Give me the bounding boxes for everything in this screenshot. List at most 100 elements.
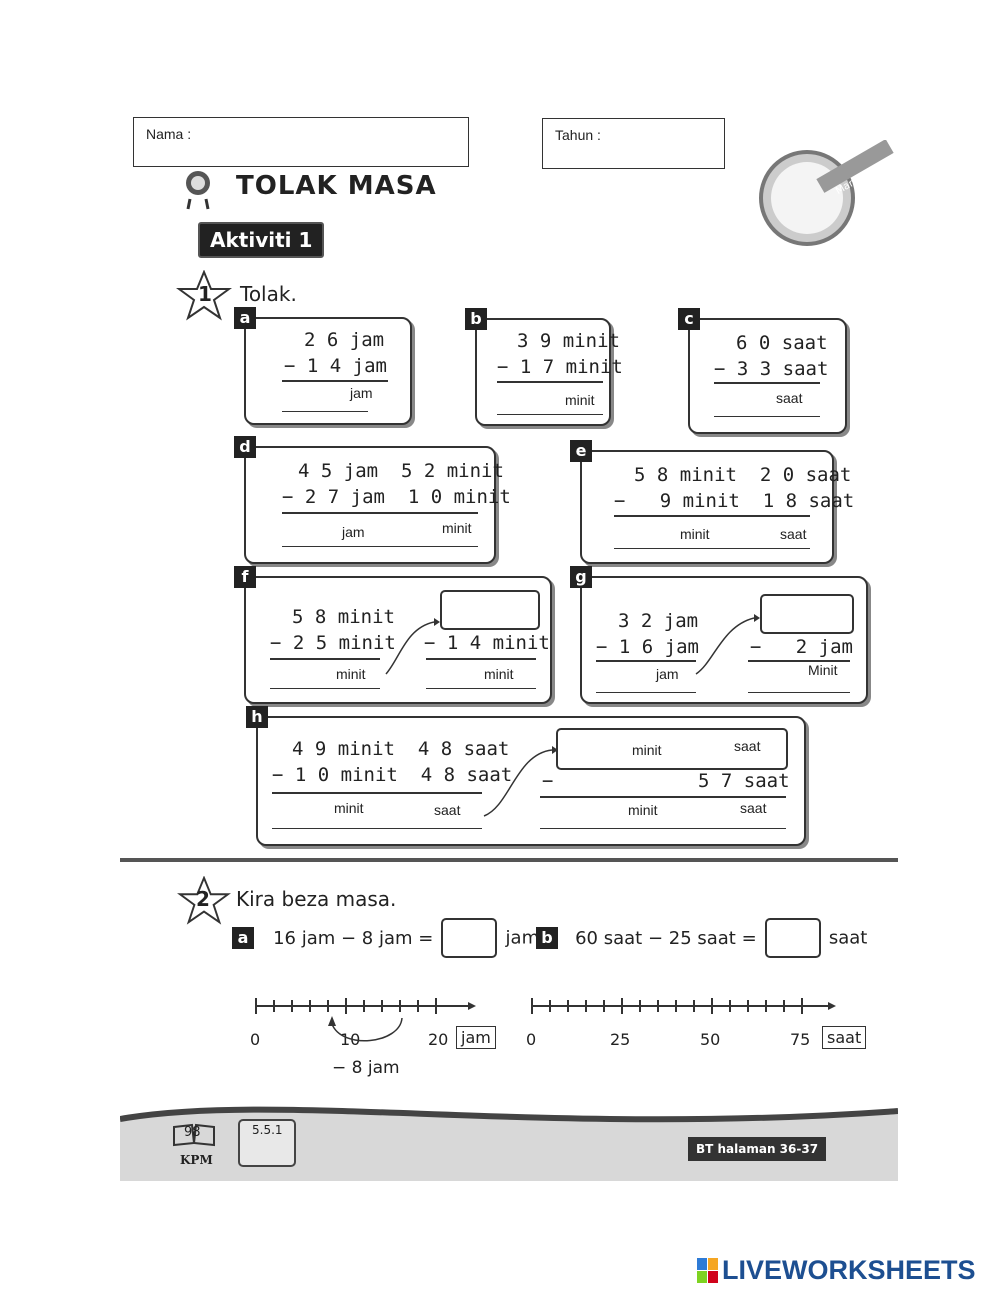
nama-field[interactable]: Nama : [133, 117, 469, 167]
d-line2: − 2 7 jam 1 0 minit [282, 486, 511, 508]
f-line1: 5 8 minit [292, 606, 395, 628]
tag-d: d [234, 436, 256, 458]
activity-badge: Aktiviti 1 [198, 222, 325, 258]
c-line1: 6 0 saat [736, 332, 828, 354]
b-line1: 3 9 minit [517, 330, 620, 352]
e-line1: 5 8 minit 2 0 saat [634, 464, 852, 486]
number-line-b [531, 998, 836, 1014]
a-answer-line [282, 411, 368, 412]
h-answer-line-right [540, 828, 786, 829]
nlb-tick-0: 0 [526, 1030, 537, 1049]
c-line2: − 3 3 saat [714, 358, 829, 380]
tahun-label: Tahun : [555, 127, 601, 143]
h-line1: 4 9 minit 4 8 saat [292, 738, 510, 760]
h-right-minus: − [542, 770, 554, 792]
d-answer-unit-2[interactable]: minit [442, 520, 472, 536]
f-answer-unit-2[interactable]: minit [484, 666, 514, 682]
tag-e: e [570, 440, 592, 462]
e-answer-line [614, 548, 810, 549]
mascot-icon [186, 171, 210, 210]
h-answer-unit-1[interactable]: minit [334, 800, 364, 816]
h-arrow-icon [483, 746, 558, 817]
tag-g: g [570, 566, 592, 588]
q2a-unit: jam [505, 927, 540, 949]
ref-badge: BT halaman 36-37 [688, 1137, 827, 1161]
card-h: h 4 9 minit 4 8 saat − 1 0 minit 4 8 saa… [246, 706, 806, 846]
g-answer-line-left [596, 692, 696, 693]
score-bowl-icon: Markah [759, 140, 894, 246]
star-icon-2 [177, 876, 231, 925]
q2a-row: a 16 jam − 8 jam = jam [232, 918, 539, 958]
q1-number: 1 [198, 282, 212, 306]
f-answer-line-left [270, 688, 380, 689]
card-a: a 2 6 jam − 1 4 jam jam [234, 307, 412, 425]
h-answer-unit-4[interactable]: saat [740, 800, 767, 816]
q2b-row: b 60 saat − 25 saat = saat [536, 918, 867, 958]
a-answer-unit[interactable]: jam [350, 385, 373, 401]
c-answer-unit[interactable]: saat [776, 390, 803, 406]
e-answer-unit-1[interactable]: minit [680, 526, 710, 542]
kpm-label: KPM [180, 1153, 213, 1167]
f-answer-unit-1[interactable]: minit [336, 666, 366, 682]
nla-annotation: − 8 jam [332, 1058, 400, 1078]
b-line2: − 1 7 minit [497, 356, 623, 378]
q2a-tag: a [232, 927, 254, 949]
g-right-line2: − 2 jam [750, 636, 853, 658]
b-answer-unit[interactable]: minit [565, 392, 595, 408]
g-answer-unit-1[interactable]: jam [656, 666, 679, 682]
liveworksheets-logo-icon [697, 1258, 718, 1283]
b-answer-line [497, 414, 603, 415]
nlb-tick-25: 25 [610, 1030, 631, 1049]
g-answer-unit-2[interactable]: Minit [808, 662, 838, 678]
h-box-unit-2: saat [734, 738, 761, 754]
e-line2: − 9 minit 1 8 saat [614, 490, 855, 512]
h-rule-right [540, 796, 786, 798]
page-number: 98 [184, 1125, 201, 1140]
page-title: TOLAK MASA [236, 171, 437, 201]
q2b-equation: 60 saat − 25 saat = [575, 927, 757, 949]
nla-tick-20: 20 [428, 1030, 449, 1049]
q2b-answer-box[interactable] [764, 918, 821, 958]
footer-wave [120, 1095, 898, 1123]
g-carry-box[interactable] [760, 594, 854, 634]
code-label: 5.5.1 [252, 1123, 283, 1137]
g-rule-left [596, 660, 696, 662]
tag-a: a [234, 307, 256, 329]
f-carry-box[interactable] [440, 590, 540, 630]
brand-name: LIVEWORKSHEETS [722, 1255, 976, 1285]
d-answer-unit-1[interactable]: jam [342, 524, 365, 540]
card-c: c 6 0 saat − 3 3 saat saat [678, 308, 847, 434]
q2a-answer-box[interactable] [441, 918, 498, 958]
footer-band: 98 KPM 5.5.1 BT halaman 36-37 [120, 1095, 898, 1181]
card-d: d 4 5 jam 5 2 minit − 2 7 jam 1 0 minit … [234, 436, 511, 564]
tahun-field[interactable]: Tahun : [542, 118, 725, 169]
g-line1: 3 2 jam [618, 610, 699, 632]
q2b-unit: saat [828, 927, 868, 949]
q1-instruction: Tolak. [240, 282, 297, 306]
card-b: b 3 9 minit − 1 7 minit minit [465, 308, 623, 426]
e-rule [614, 515, 810, 517]
h-box-unit-1: minit [632, 742, 662, 758]
a-rule [282, 380, 388, 382]
nla-jump-arrow-icon [328, 1016, 403, 1042]
h-answer-line-left [272, 828, 482, 829]
h-right-line2: 5 7 saat [698, 770, 790, 792]
g-line2: − 1 6 jam [596, 636, 699, 658]
h-answer-unit-2[interactable]: saat [434, 802, 461, 818]
g-rule-right [748, 660, 850, 662]
nlb-tick-50: 50 [700, 1030, 721, 1049]
section-divider [120, 858, 898, 862]
nla-tick-0: 0 [250, 1030, 261, 1049]
h-rule-left [272, 792, 482, 794]
d-line1: 4 5 jam 5 2 minit [298, 460, 504, 482]
number-line-a [255, 998, 476, 1014]
book-icon [173, 1123, 215, 1147]
h-carry-box[interactable]: minit saat [556, 728, 788, 770]
card-g: g 3 2 jam − 1 6 jam jam − 2 jam Minit [570, 566, 868, 704]
card-f: f 5 8 minit − 2 5 minit minit − 1 4 mini… [234, 566, 552, 704]
q2a-equation: 16 jam − 8 jam = [273, 927, 434, 949]
d-rule [282, 512, 478, 514]
e-answer-unit-2[interactable]: saat [780, 526, 807, 542]
tag-b: b [465, 308, 487, 330]
h-answer-unit-3[interactable]: minit [628, 802, 658, 818]
